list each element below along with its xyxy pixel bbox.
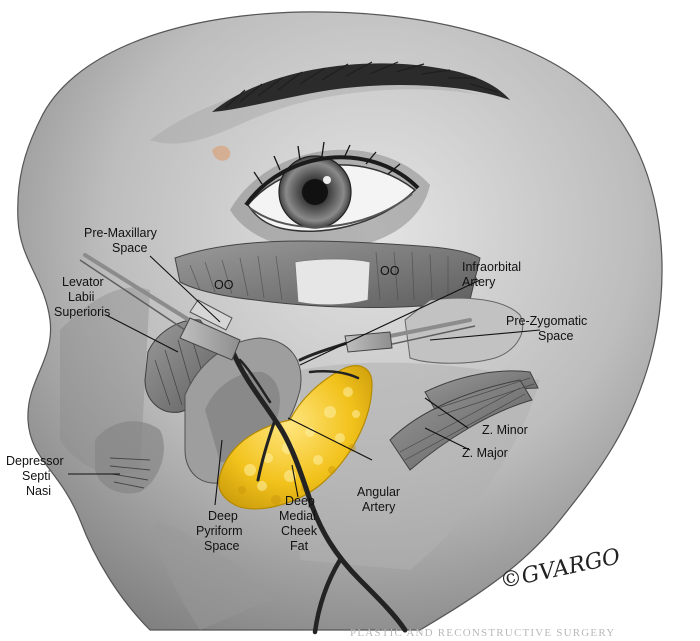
lip-chin-shading xyxy=(150,520,270,630)
infraorbital-line1: Infraorbital xyxy=(462,260,521,274)
deep-pyriform-line1: Deep xyxy=(208,509,238,523)
oo-muscle-fibers xyxy=(189,251,449,301)
leader-deep-medial-fat xyxy=(291,464,299,498)
orbital-bone-window xyxy=(294,258,371,306)
leader-z-major xyxy=(424,427,471,451)
leader-infraorbital xyxy=(299,279,481,366)
label-deep-pyriform-space: Deep Pyriform Space xyxy=(196,509,243,553)
levator-line2: Labii xyxy=(68,290,94,304)
pre-maxillary-line2: Space xyxy=(112,241,147,255)
label-depressor-septi-nasi: Depressor Septi Nasi xyxy=(6,454,64,498)
angular-line2: Artery xyxy=(362,500,396,514)
lower-eyelid xyxy=(249,193,413,229)
orange-spot xyxy=(212,145,231,161)
deep-medial-line2: Medial xyxy=(279,509,316,523)
leader-levator xyxy=(105,314,179,353)
label-deep-medial-cheek-fat: Deep Medial Cheek Fat xyxy=(279,494,318,553)
retractor-left xyxy=(79,253,241,361)
oo-left-label: OO xyxy=(214,278,234,292)
label-pre-maxillary-space: Pre-Maxillary Space xyxy=(84,226,158,255)
deep-medial-cheek-fat xyxy=(218,365,373,510)
pre-zygomatic-line1: Pre-Zygomatic xyxy=(506,314,587,328)
leader-z-minor xyxy=(424,397,469,429)
eyebrow-hairs xyxy=(224,61,499,109)
eyelashes xyxy=(253,141,401,185)
zygomaticus-major-muscle xyxy=(389,379,533,471)
label-z-minor: Z. Minor xyxy=(482,423,528,437)
upper-eyelid xyxy=(244,155,420,207)
retractor-right xyxy=(344,318,476,353)
depressor-line2: Septi xyxy=(22,469,51,483)
label-infraorbital-artery: Infraorbital Artery xyxy=(462,260,521,289)
label-pre-zygomatic-space: Pre-Zygomatic Space xyxy=(506,314,587,343)
brow-ridge-shading xyxy=(150,77,480,144)
leader-deep-pyriform xyxy=(214,439,223,506)
depressor-line3: Nasi xyxy=(26,484,51,498)
infraorbital-line2: Artery xyxy=(462,275,496,289)
eye-highlight xyxy=(323,176,331,184)
leader-angular-artery xyxy=(287,417,373,461)
angular-artery xyxy=(229,347,408,635)
leader-pre-maxillary xyxy=(149,255,221,323)
levator-line3: Superioris xyxy=(54,305,110,319)
deep-pyriform-line3: Space xyxy=(204,539,239,553)
pre-zygomatic-pocket xyxy=(404,297,524,364)
fat-lobule-shadows xyxy=(238,444,356,505)
pupil xyxy=(302,179,328,205)
leader-lines xyxy=(68,255,541,506)
leader-pre-zygomatic xyxy=(429,329,541,341)
eyebrow xyxy=(212,63,510,112)
label-angular-artery: Angular Artery xyxy=(357,485,400,514)
deep-medial-line3: Cheek xyxy=(281,524,318,538)
pre-maxillary-line1: Pre-Maxillary xyxy=(84,226,158,240)
label-z-major: Z. Major xyxy=(462,446,508,460)
levator-line1: Levator xyxy=(62,275,104,289)
pre-zygomatic-line2: Space xyxy=(538,329,573,343)
zygomaticus-fibers xyxy=(399,377,535,461)
depressor-line1: Depressor xyxy=(6,454,64,468)
nasal-ala xyxy=(95,421,164,494)
oo-right-label: OO xyxy=(380,264,400,278)
depressor-septi-fibers xyxy=(109,457,151,489)
journal-watermark: PLASTIC AND RECONSTRUCTIVE SURGERY xyxy=(350,627,615,639)
deep-pyriform-line2: Pyriform xyxy=(196,524,243,538)
face-outline xyxy=(17,11,663,631)
deep-medial-line1: Deep xyxy=(285,494,315,508)
deep-medial-line4: Fat xyxy=(290,539,309,553)
label-levator-labii-superioris: Levator Labii Superioris xyxy=(54,275,110,319)
angular-line1: Angular xyxy=(357,485,400,499)
